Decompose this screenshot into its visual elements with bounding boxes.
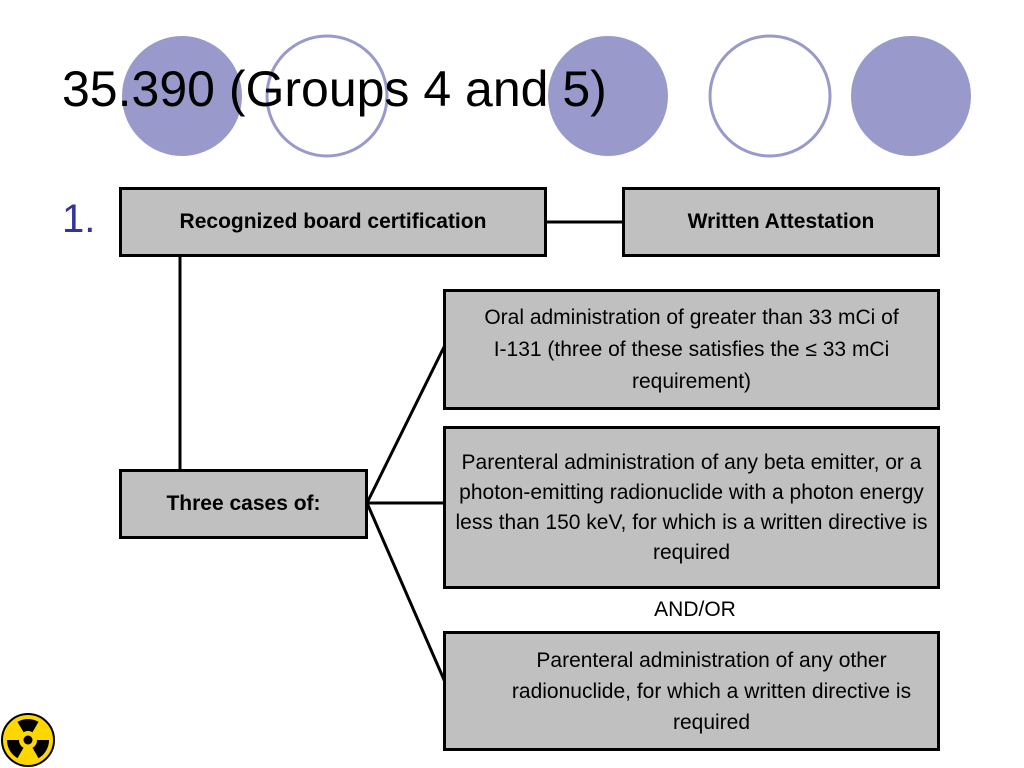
circle-outline-1 (265, 34, 389, 158)
parenteral-beta-box: Parenteral administration of any beta em… (443, 426, 940, 589)
decorative-circles (122, 34, 971, 158)
parenteral-beta-text: Parenteral administration of any beta em… (455, 450, 928, 564)
oral-administration-box: Oral administration of greater than 33 m… (443, 289, 940, 410)
circle-outline-2 (708, 34, 832, 158)
three-cases-box: Three cases of: (119, 469, 368, 539)
connector-cases-to-oral (365, 344, 447, 504)
three-cases-label: Three cases of: (166, 492, 321, 516)
and-or-label: AND/OR (654, 598, 736, 621)
oral-administration-text: Oral administration of greater than 33 m… (484, 305, 899, 393)
circle-filled-2 (548, 36, 668, 156)
board-certification-label: Recognized board certification (179, 210, 487, 234)
circle-filled-3 (851, 36, 971, 156)
connector-cases-to-other (365, 502, 447, 683)
parenteral-other-text: Parenteral administration of any other r… (511, 648, 912, 734)
parenteral-other-box: Parenteral administration of any other r… (443, 631, 940, 751)
slide-title: 35.390 (Groups 4 and 5) (62, 61, 607, 117)
written-attestation-label: Written Attestation (687, 210, 875, 234)
radiation-trefoil-icon (1, 713, 55, 767)
circle-filled-1 (122, 36, 242, 156)
list-number: 1. (62, 197, 96, 241)
written-attestation-box: Written Attestation (622, 187, 940, 257)
board-certification-box: Recognized board certification (119, 187, 547, 257)
